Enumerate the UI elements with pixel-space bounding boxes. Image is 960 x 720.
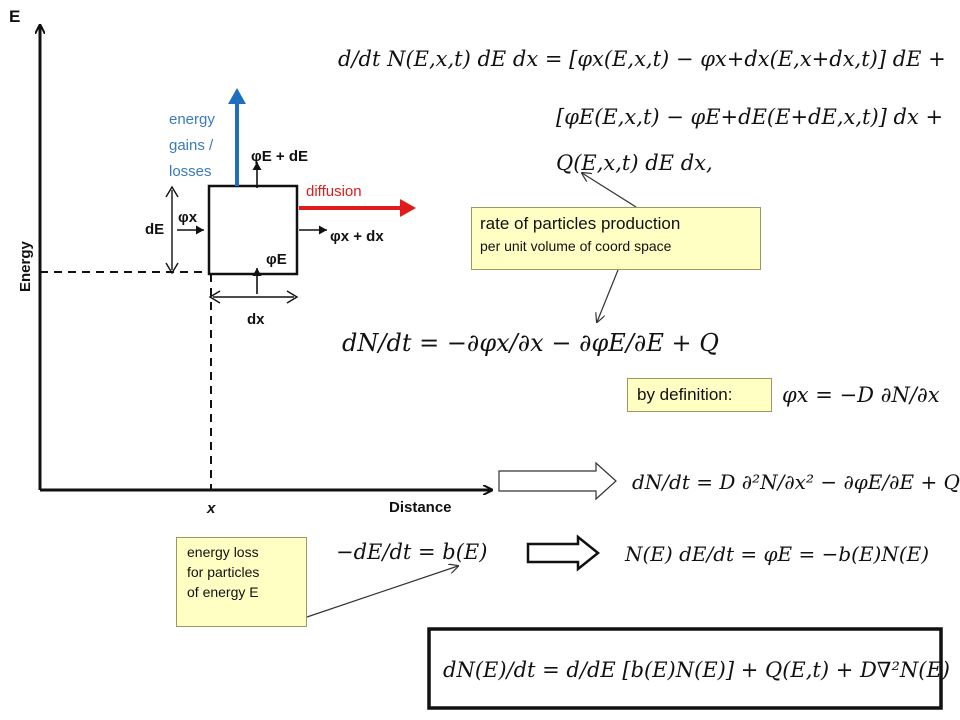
y-axis-label: Energy (17, 240, 34, 292)
energy-label-3: losses (169, 163, 212, 180)
phi-E-eq: N(E) dE/dt = φE = −b(E)N(E) (624, 542, 929, 566)
loss-rate-eq: −dE/dt = b(E) (336, 540, 487, 564)
phi-E-out-label: φE + dE (251, 148, 308, 165)
dE-label: dE (145, 221, 164, 238)
diffusion-arrow-head (400, 199, 416, 217)
continuity-eq-line2: [φE(E,x,t) − φE+dE(E+dE,x,t)] dx + (556, 105, 943, 129)
continuity-short-eq: dN/dt = −∂φx/∂x − ∂φE/∂E + Q (342, 329, 719, 357)
dx-arrow-tips (208, 290, 299, 304)
phi-x-out-label: φx + dx (330, 228, 384, 245)
diffusion-eq: dN/dt = D ∂²N/∂x² − ∂φE/∂E + Q (632, 470, 960, 494)
loss-note-line1: energy loss (187, 544, 259, 560)
highlight-arrows: energy gains / losses diffusion (169, 88, 416, 217)
final-equation: dN(E)/dt = d/dE [b(E)N(E)] + Q(E,t) + D∇… (443, 658, 950, 682)
definition-eq: φx = −D ∂N/∂x (782, 383, 940, 407)
dE-arrow-tips (165, 185, 179, 275)
continuity-eq-line3: Q(E,x,t) dE dx, (556, 151, 713, 175)
phase-space-cell: φx φx + dx φE φE + dE dE dx (145, 148, 384, 328)
dx-label: dx (247, 311, 265, 328)
phi-E-in-label: φE (266, 251, 287, 268)
final-equation-box (427, 627, 943, 710)
hollow-block-arrow (498, 461, 617, 501)
rate-note-line2: per unit volume of coord space (480, 238, 672, 254)
energy-arrow-head (228, 88, 246, 104)
diffusion-label: diffusion (306, 183, 362, 200)
pointer-to-short-eq (597, 269, 619, 322)
energy-loss-note: energy loss for particles of energy E (176, 537, 307, 627)
pointer-to-loss-rate (306, 566, 458, 618)
y-axis-letter: E (9, 7, 20, 26)
energy-label-2: gains / (169, 137, 214, 154)
phi-x-in-label: φx (178, 209, 198, 226)
definition-note: by definition: (627, 378, 772, 412)
loss-note-line2: for particles (187, 564, 260, 580)
rate-of-production-note: rate of particles production per unit vo… (471, 207, 761, 270)
bold-block-arrow (526, 534, 601, 572)
rate-note-line1: rate of particles production (480, 214, 681, 233)
energy-label-1: energy (169, 111, 215, 128)
equations: d/dt N(E,x,t) dE dx = [φx(E,x,t) − φx+dx… (336, 47, 960, 566)
continuity-eq-line1: d/dt N(E,x,t) dE dx = [φx(E,x,t) − φx+dx… (338, 47, 946, 71)
x-axis-letter: x (206, 500, 216, 517)
loss-note-line3: of energy E (187, 584, 259, 600)
axes: E Energy Distance x (9, 7, 492, 517)
pointer-to-Q (582, 173, 637, 208)
x-axis-label: Distance (389, 499, 452, 516)
